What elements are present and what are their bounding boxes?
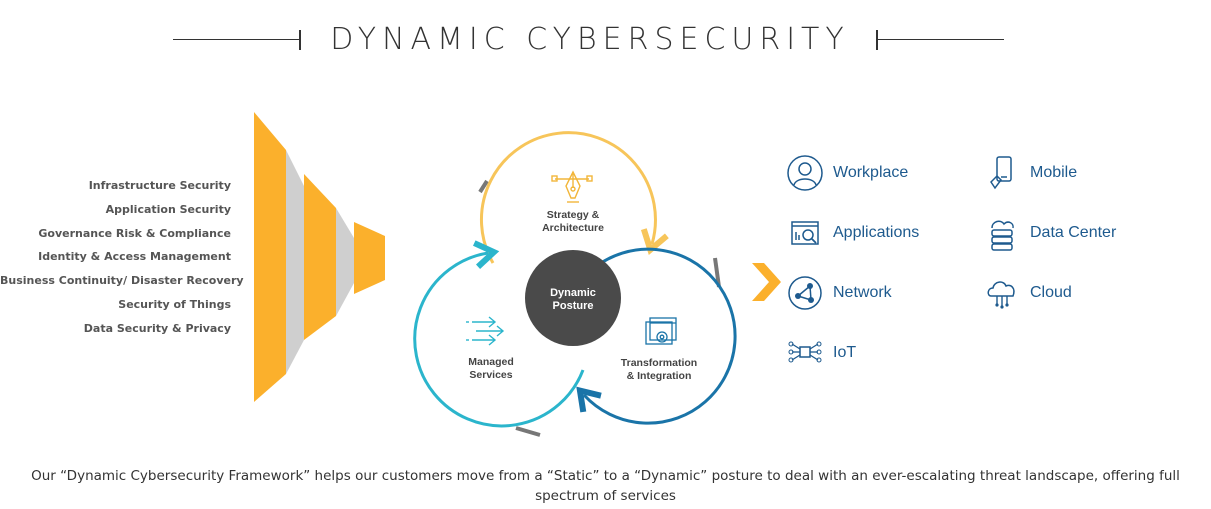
category-label: Data Center — [1030, 224, 1117, 241]
funnel-stage-1 — [254, 112, 286, 402]
forward-arrows-icon — [466, 316, 505, 346]
center-label-line2: Posture — [553, 300, 594, 312]
category-cloud: Cloud — [982, 273, 1072, 313]
category-label: Applications — [833, 224, 920, 241]
funnel-gray-band-2 — [336, 208, 354, 316]
security-domains-list: Infrastructure Security Application Secu… — [0, 176, 244, 343]
dynamic-posture-center — [525, 250, 621, 346]
category-data-center: Data Center — [982, 213, 1116, 253]
accent-dash — [713, 257, 721, 288]
category-iot: IoT — [785, 333, 856, 373]
list-item: Business Continuity/ Disaster Recovery — [0, 274, 244, 288]
transformation-label-line2: & Integration — [627, 370, 692, 382]
category-mobile: Mobile — [982, 153, 1077, 193]
mobile-phone-icon — [982, 153, 1022, 193]
app-window-search-icon — [785, 213, 825, 253]
category-network: Network — [785, 273, 892, 313]
accent-dash — [478, 179, 489, 194]
list-item: Infrastructure Security — [88, 179, 231, 192]
title-rule-left — [173, 39, 300, 40]
list-item: Governance Risk & Compliance — [38, 226, 231, 240]
transformation-circle — [576, 247, 737, 425]
cycle-diagram: Dynamic Posture Strategy & Architecture … — [413, 131, 737, 437]
center-label-line1: Dynamic — [550, 287, 596, 299]
funnel-graphic — [254, 112, 385, 402]
list-item: Data Security & Privacy — [83, 321, 231, 335]
managed-circle — [413, 240, 585, 428]
title-block: DYNAMIC CYBERSECURITY — [0, 22, 1211, 58]
category-label: Workplace — [833, 164, 909, 181]
funnel-stage-3 — [354, 222, 385, 294]
funnel-stage-2 — [304, 174, 336, 340]
transformation-label-line1: Transformation — [621, 357, 697, 369]
cloud-icon — [982, 273, 1022, 313]
category-label: IoT — [833, 344, 857, 361]
iot-circuit-icon — [785, 333, 825, 373]
network-nodes-icon — [785, 273, 825, 313]
category-label: Mobile — [1030, 164, 1078, 181]
funnel-gray-band-1 — [286, 150, 304, 374]
title-rule-right — [878, 39, 1004, 40]
title-tick-left — [299, 30, 301, 50]
database-cloud-icon — [982, 213, 1022, 253]
category-workplace: Workplace — [785, 153, 908, 193]
list-item: Application Security — [105, 202, 231, 216]
category-applications: Applications — [785, 213, 919, 253]
title-tick-right — [876, 30, 878, 50]
framework-caption: Our “Dynamic Cybersecurity Framework” he… — [31, 468, 1180, 504]
managed-label-line2: Services — [469, 369, 512, 381]
strategy-circle — [479, 131, 669, 264]
category-label: Cloud — [1030, 284, 1072, 301]
strategy-label-line1: Strategy & — [547, 209, 600, 221]
list-item: Security of Things — [118, 297, 231, 311]
list-item: Identity & Access Management — [38, 250, 231, 264]
strategy-label-line2: Architecture — [542, 222, 604, 234]
gear-window-icon — [645, 317, 677, 345]
chevron-right-icon — [752, 263, 781, 301]
pen-tool-icon — [551, 170, 593, 203]
category-label: Network — [833, 284, 892, 301]
user-icon — [785, 153, 825, 193]
managed-label-line1: Managed — [468, 356, 514, 368]
page-title: DYNAMIC CYBERSECURITY — [330, 22, 850, 57]
accent-dash — [515, 426, 541, 437]
